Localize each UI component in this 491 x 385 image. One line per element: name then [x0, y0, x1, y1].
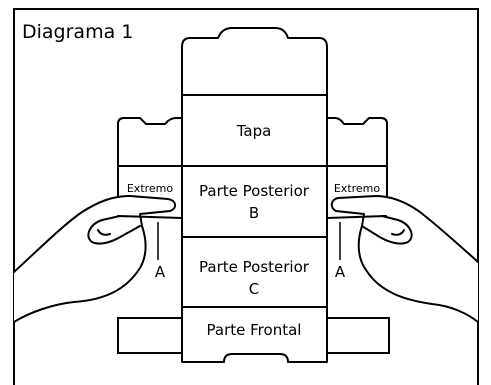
label-back-c-line2: C	[249, 280, 259, 298]
right-hand	[326, 195, 479, 323]
left-hand-card-edge	[117, 215, 183, 219]
front-wing-left	[117, 317, 183, 354]
callout-pointers	[157, 222, 341, 260]
front-wings	[117, 317, 390, 354]
callout-label-right: A	[335, 263, 346, 281]
diagram-frame	[13, 8, 479, 385]
right-hand-outline	[330, 195, 479, 323]
label-front: Parte Frontal	[207, 321, 302, 339]
side-flap-left-top	[117, 117, 182, 166]
top-tuck-flap	[181, 27, 328, 95]
label-tapa: Tapa	[236, 122, 272, 140]
right-hand-thumb	[361, 215, 413, 245]
right-hand-thumbnail	[391, 229, 405, 236]
left-hand-thumb	[87, 215, 141, 245]
panel-back-b	[181, 165, 328, 238]
right-hand-card-edge	[326, 215, 387, 219]
left-hand-thumbnail	[97, 229, 111, 236]
left-hand	[13, 195, 183, 323]
label-back-b-line1: Parte Posterior	[199, 182, 310, 200]
side-flap-right-top	[327, 117, 388, 166]
diagram-title: Diagrama 1	[22, 21, 133, 43]
front-wing-right	[326, 317, 390, 354]
left-hand-outline	[13, 195, 176, 323]
label-extremo-left: Extremo	[127, 182, 174, 195]
panel-front	[181, 306, 328, 363]
central-strip	[181, 27, 328, 363]
callout-label-left: A	[155, 263, 166, 281]
label-back-b-line2: B	[249, 204, 259, 222]
label-back-c-line1: Parte Posterior	[199, 258, 310, 276]
label-extremo-right: Extremo	[334, 182, 381, 195]
